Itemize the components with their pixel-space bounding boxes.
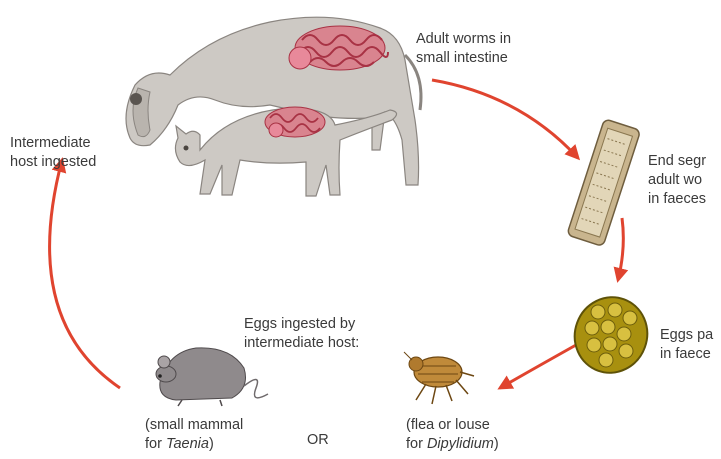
label-intermediate-host: Intermediate host ingested	[10, 134, 96, 172]
label-line: small intestine	[416, 49, 511, 68]
arrow-segment-to-eggs	[618, 218, 623, 280]
label-line: Eggs pa	[660, 326, 713, 345]
label-genus: Dipylidium	[427, 436, 494, 452]
label-line: host ingested	[10, 153, 96, 172]
label-end-segment: End segr adult wo in faeces	[648, 152, 706, 209]
proglottid-segment	[567, 119, 641, 247]
arrow-eggs-to-flea	[500, 345, 576, 388]
label-line: Adult worms in	[416, 30, 511, 49]
label-flea-or-louse: (flea or louse for Dipylidium)	[406, 416, 499, 454]
label-small-mammal: (small mammal for Taenia)	[145, 416, 243, 454]
label-or: OR	[307, 431, 329, 450]
cat-intestine	[265, 107, 325, 137]
arrow-mammal-to-host	[50, 160, 120, 388]
label-line: (small mammal	[145, 416, 243, 435]
label-line: (flea or louse	[406, 416, 499, 435]
label-prefix: for	[145, 436, 166, 452]
label-line: Intermediate	[10, 134, 96, 153]
label-suffix: )	[494, 436, 499, 452]
label-line: for Taenia)	[145, 435, 243, 454]
label-eggs-passed: Eggs pa in faece	[660, 326, 713, 364]
label-adult-worms: Adult worms in small intestine	[416, 30, 511, 68]
label-suffix: )	[209, 436, 214, 452]
label-prefix: for	[406, 436, 427, 452]
egg-cluster	[564, 287, 658, 383]
label-line: adult wo	[648, 171, 706, 190]
arrow-adult-to-segment	[432, 80, 578, 158]
flea-illustration	[404, 352, 474, 404]
label-line: in faece	[660, 345, 713, 364]
label-line: intermediate host:	[244, 334, 359, 353]
mouse-illustration	[156, 348, 268, 406]
label-eggs-ingested: Eggs ingested by intermediate host:	[244, 315, 359, 353]
label-line: Eggs ingested by	[244, 315, 359, 334]
label-line: for Dipylidium)	[406, 435, 499, 454]
label-line: in faeces	[648, 190, 706, 209]
label-line: End segr	[648, 152, 706, 171]
label-genus: Taenia	[166, 436, 209, 452]
